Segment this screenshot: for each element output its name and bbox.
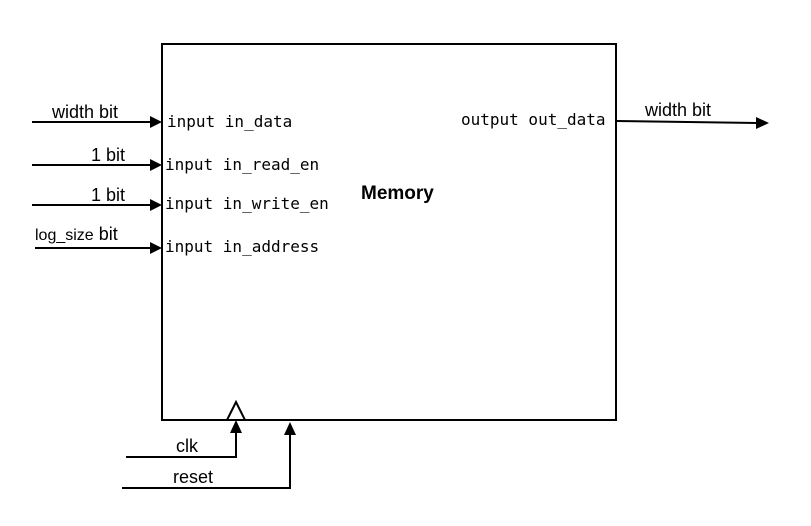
reset-label: reset xyxy=(173,467,214,487)
port-in-data-label: input in_data xyxy=(167,112,293,131)
in-data-arrowhead xyxy=(150,116,162,128)
in-address-arrowhead xyxy=(150,242,162,254)
reset-arrowhead xyxy=(284,422,296,435)
in-write-en-width-label: 1 bit xyxy=(91,185,126,205)
in-data-width-label: width bit xyxy=(52,102,119,122)
port-in-address-label: input in_address xyxy=(165,237,320,256)
in-write-en-arrowhead xyxy=(150,199,162,211)
in-read-en-arrowhead xyxy=(150,159,162,171)
reset-wire xyxy=(122,434,291,489)
clk-arrowhead xyxy=(230,420,242,433)
block-title: Memory xyxy=(361,183,434,204)
out-data-wire xyxy=(615,120,758,124)
port-out-data-label: output out_data xyxy=(461,110,606,129)
port-in-read-en-label: input in_read_en xyxy=(165,155,320,174)
port-in-write-en-label: input in_write_en xyxy=(165,194,329,213)
clk-wire xyxy=(126,432,237,458)
in-address-width-label: log_size bit xyxy=(35,225,118,244)
out-data-arrowhead xyxy=(756,117,769,129)
memory-block-box xyxy=(161,43,617,421)
clk-label: clk xyxy=(176,436,198,456)
in-read-en-width-label: 1 bit xyxy=(91,145,126,165)
in-address-width-label-bit: bit xyxy=(93,224,118,244)
out-data-width-label: width bit xyxy=(645,100,712,120)
in-address-width-label-size: log_size xyxy=(35,227,94,244)
